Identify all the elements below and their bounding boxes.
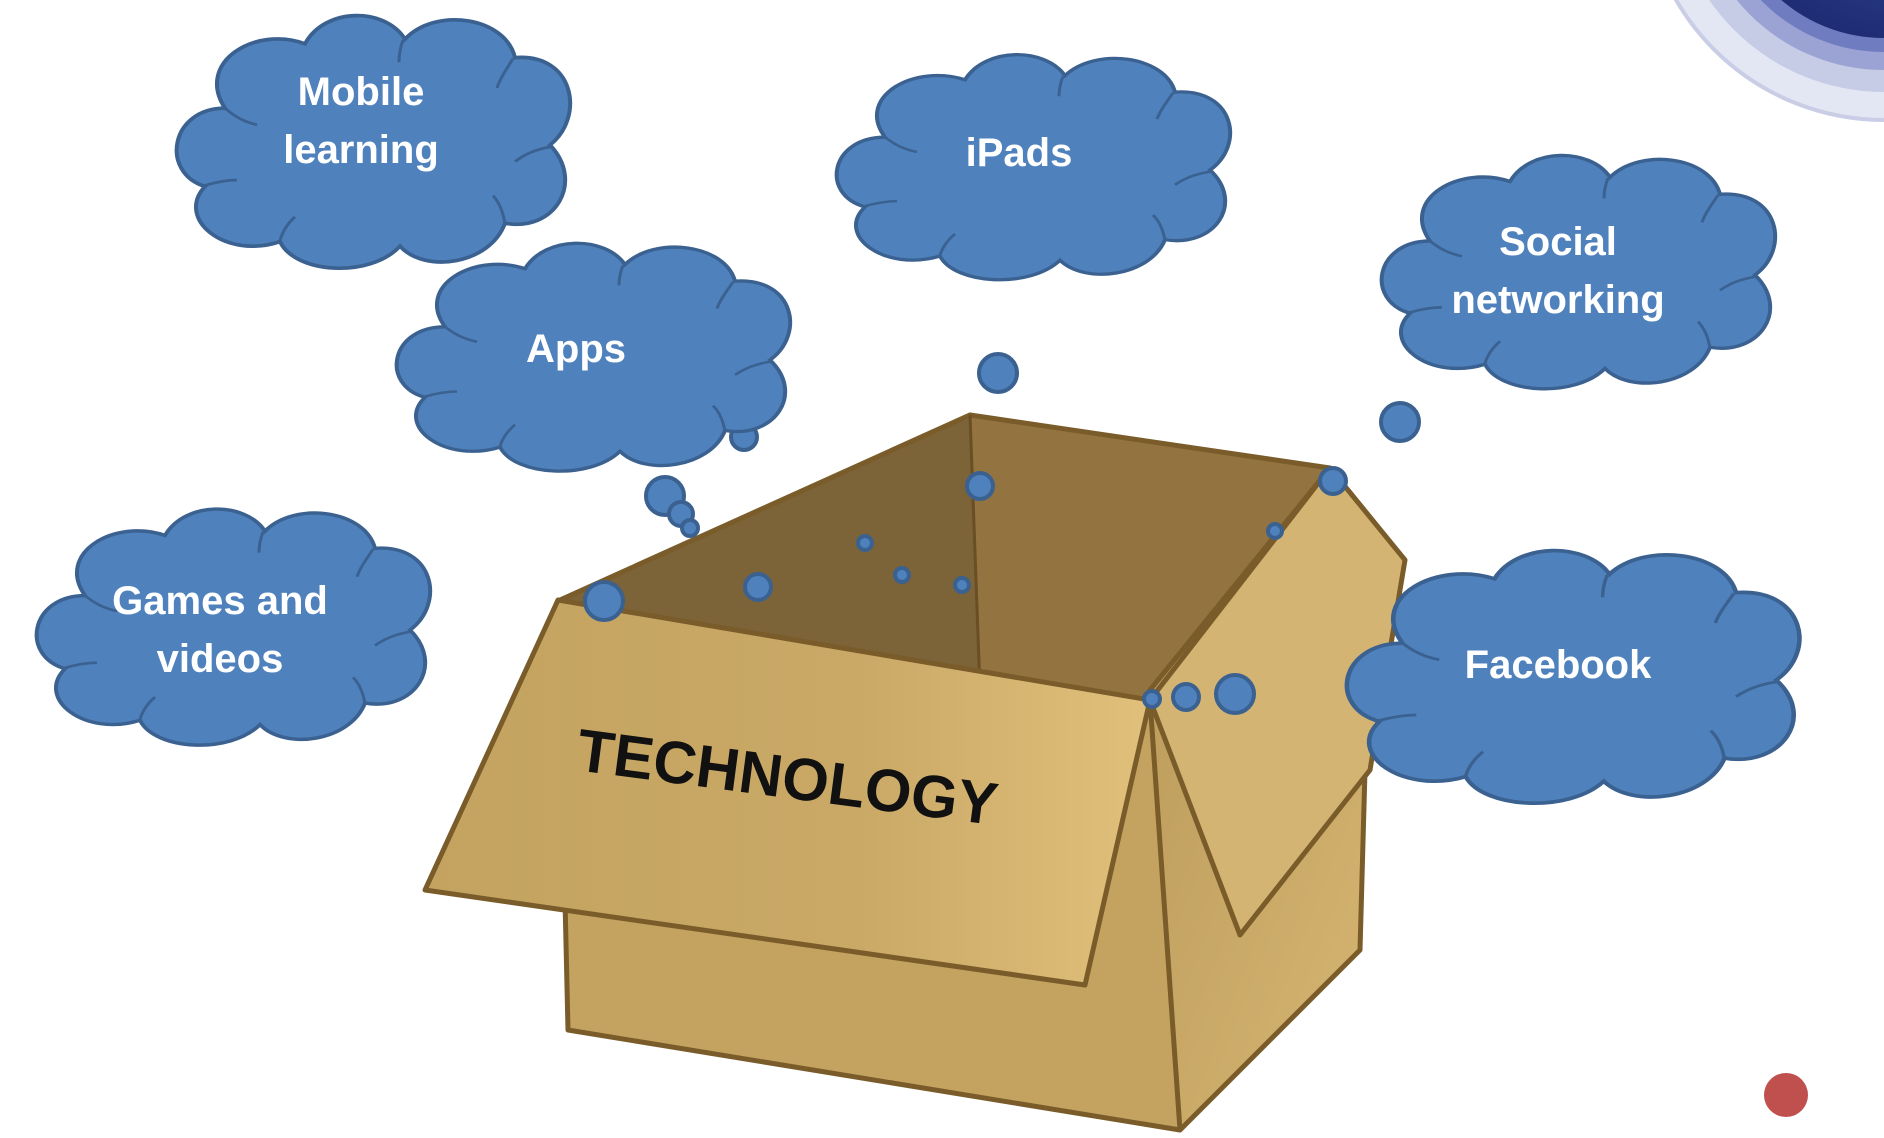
cloud-social-networking-line-1: Social [1499, 220, 1617, 264]
cloud-ipads: iPads [834, 52, 1233, 282]
cloud-mobile-learning: Mobile learning [174, 13, 573, 271]
cloud-apps-line-1: Apps [526, 327, 626, 371]
cardboard-box: TECHNOLOGY [422, 412, 1408, 1133]
cloud-facebook-line-1: Facebook [1465, 643, 1652, 687]
cloud-games-and-videos-line-2: videos [157, 637, 284, 681]
cloud-facebook: Facebook [1347, 551, 1799, 804]
cloud-mobile-learning-line-2: learning [283, 128, 439, 172]
cloud-games-and-videos-line-1: Games and [112, 579, 328, 623]
box-front-flap [422, 597, 1153, 988]
cloud-apps: Apps [394, 241, 793, 474]
cloud-ipads-line-1: iPads [966, 131, 1073, 175]
corner-rings-decoration [1673, 0, 1884, 122]
box-interior-right [970, 415, 1330, 700]
cloud-games-and-videos: Games and videos [34, 507, 433, 748]
cloud-social-networking-line-2: networking [1451, 278, 1664, 322]
cloud-mobile-learning-line-1: Mobile [298, 70, 425, 114]
cloud-social-networking: Social networking [1379, 153, 1778, 391]
slide-corner-dot [1764, 1073, 1808, 1117]
